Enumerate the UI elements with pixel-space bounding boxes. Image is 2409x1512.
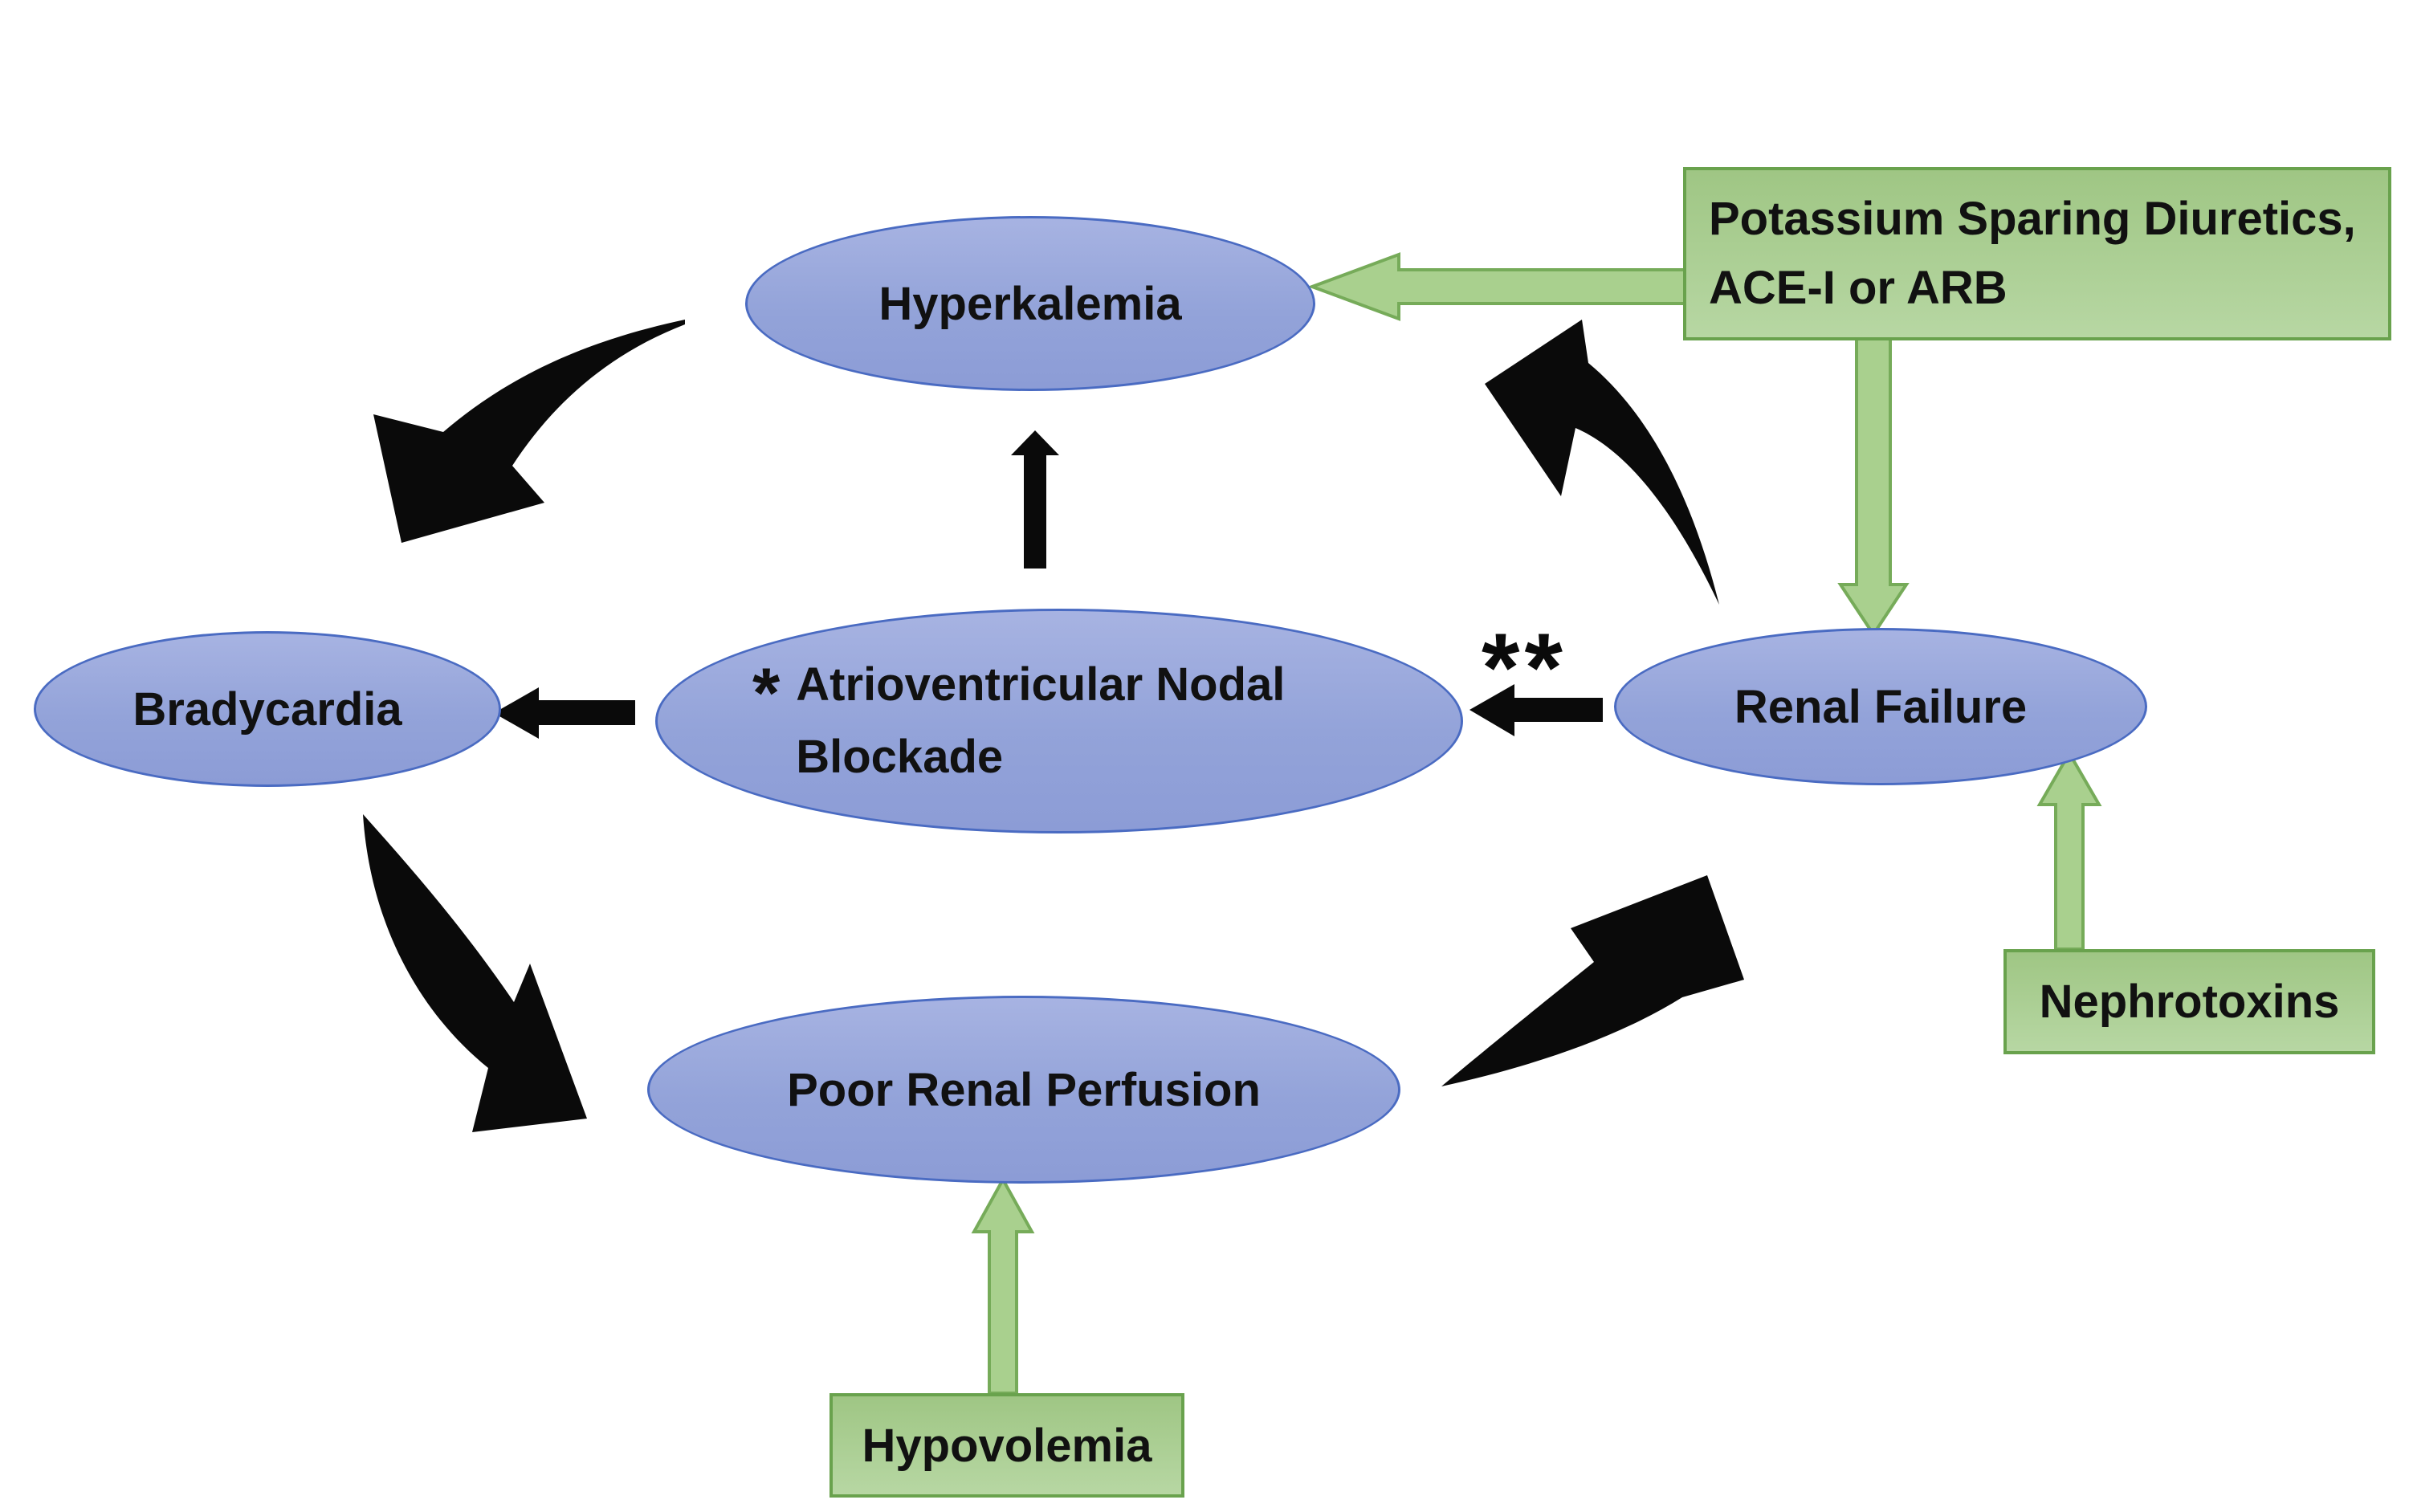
cause-box-hypovolemia: Hypovolemia bbox=[829, 1393, 1184, 1498]
node-renal-failure-label: Renal Failure bbox=[1734, 680, 2028, 733]
cause-box-hypovolemia-label: Hypovolemia bbox=[862, 1419, 1152, 1472]
curved-arrow-renal-failure-to-hyperkalemia-icon bbox=[1485, 320, 1719, 605]
cause-box-nephrotoxins-label: Nephrotoxins bbox=[2039, 976, 2340, 1028]
cause-box-potassium-line1: Potassium Sparing Diuretics, bbox=[1709, 193, 2356, 245]
curved-arrow-hyperkalemia-to-bradycardia-icon bbox=[373, 320, 685, 543]
node-bradycardia-label: Bradycardia bbox=[132, 683, 402, 736]
node-hyperkalemia-label: Hyperkalemia bbox=[878, 277, 1182, 330]
arrow-av-blockade-to-bradycardia-icon bbox=[494, 687, 635, 739]
cause-box-nephrotoxins: Nephrotoxins bbox=[2003, 949, 2375, 1054]
node-av-label-line1: Atrioventricular Nodal bbox=[796, 658, 1286, 711]
node-av-nodal-blockade: * Atrioventricular Nodal Blockade bbox=[655, 609, 1463, 833]
curved-arrow-bradycardia-to-poor-renal-perfusion-icon bbox=[363, 814, 587, 1132]
node-av-label-group: * Atrioventricular Nodal Blockade bbox=[752, 649, 1285, 793]
node-av-label: Atrioventricular Nodal Blockade bbox=[796, 649, 1285, 793]
node-poor-renal-perfusion: Poor Renal Perfusion bbox=[647, 996, 1400, 1184]
node-av-label-line2: Blockade bbox=[796, 731, 1004, 783]
arrow-av-blockade-to-hyperkalemia-icon bbox=[1011, 430, 1059, 569]
curved-arrow-poor-renal-perfusion-to-renal-failure-icon bbox=[1441, 875, 1744, 1086]
green-arrow-potassium-box-to-hyperkalemia-icon bbox=[1307, 252, 1688, 321]
cause-box-potassium-sparing-diuretics: Potassium Sparing Diuretics, ACE-I or AR… bbox=[1683, 167, 2391, 340]
node-hyperkalemia: Hyperkalemia bbox=[745, 216, 1315, 391]
green-arrow-hypovolemia-to-poor-renal-perfusion-icon bbox=[971, 1176, 1035, 1395]
asterisk-marker: * bbox=[752, 653, 781, 732]
double-asterisk-marker: ** bbox=[1482, 613, 1567, 722]
green-arrow-nephrotoxins-to-renal-failure-icon bbox=[2036, 750, 2102, 951]
node-bradycardia: Bradycardia bbox=[34, 631, 501, 787]
arrow-renal-failure-to-av-blockade-icon bbox=[1469, 684, 1603, 736]
node-renal-failure: Renal Failure bbox=[1614, 628, 2147, 785]
node-poor-renal-perfusion-label: Poor Renal Perfusion bbox=[787, 1063, 1261, 1116]
cause-box-potassium-label: Potassium Sparing Diuretics, ACE-I or AR… bbox=[1686, 185, 2356, 323]
green-arrow-potassium-box-to-renal-failure-icon bbox=[1837, 332, 1910, 638]
cause-box-potassium-line2: ACE-I or ARB bbox=[1709, 262, 2008, 314]
